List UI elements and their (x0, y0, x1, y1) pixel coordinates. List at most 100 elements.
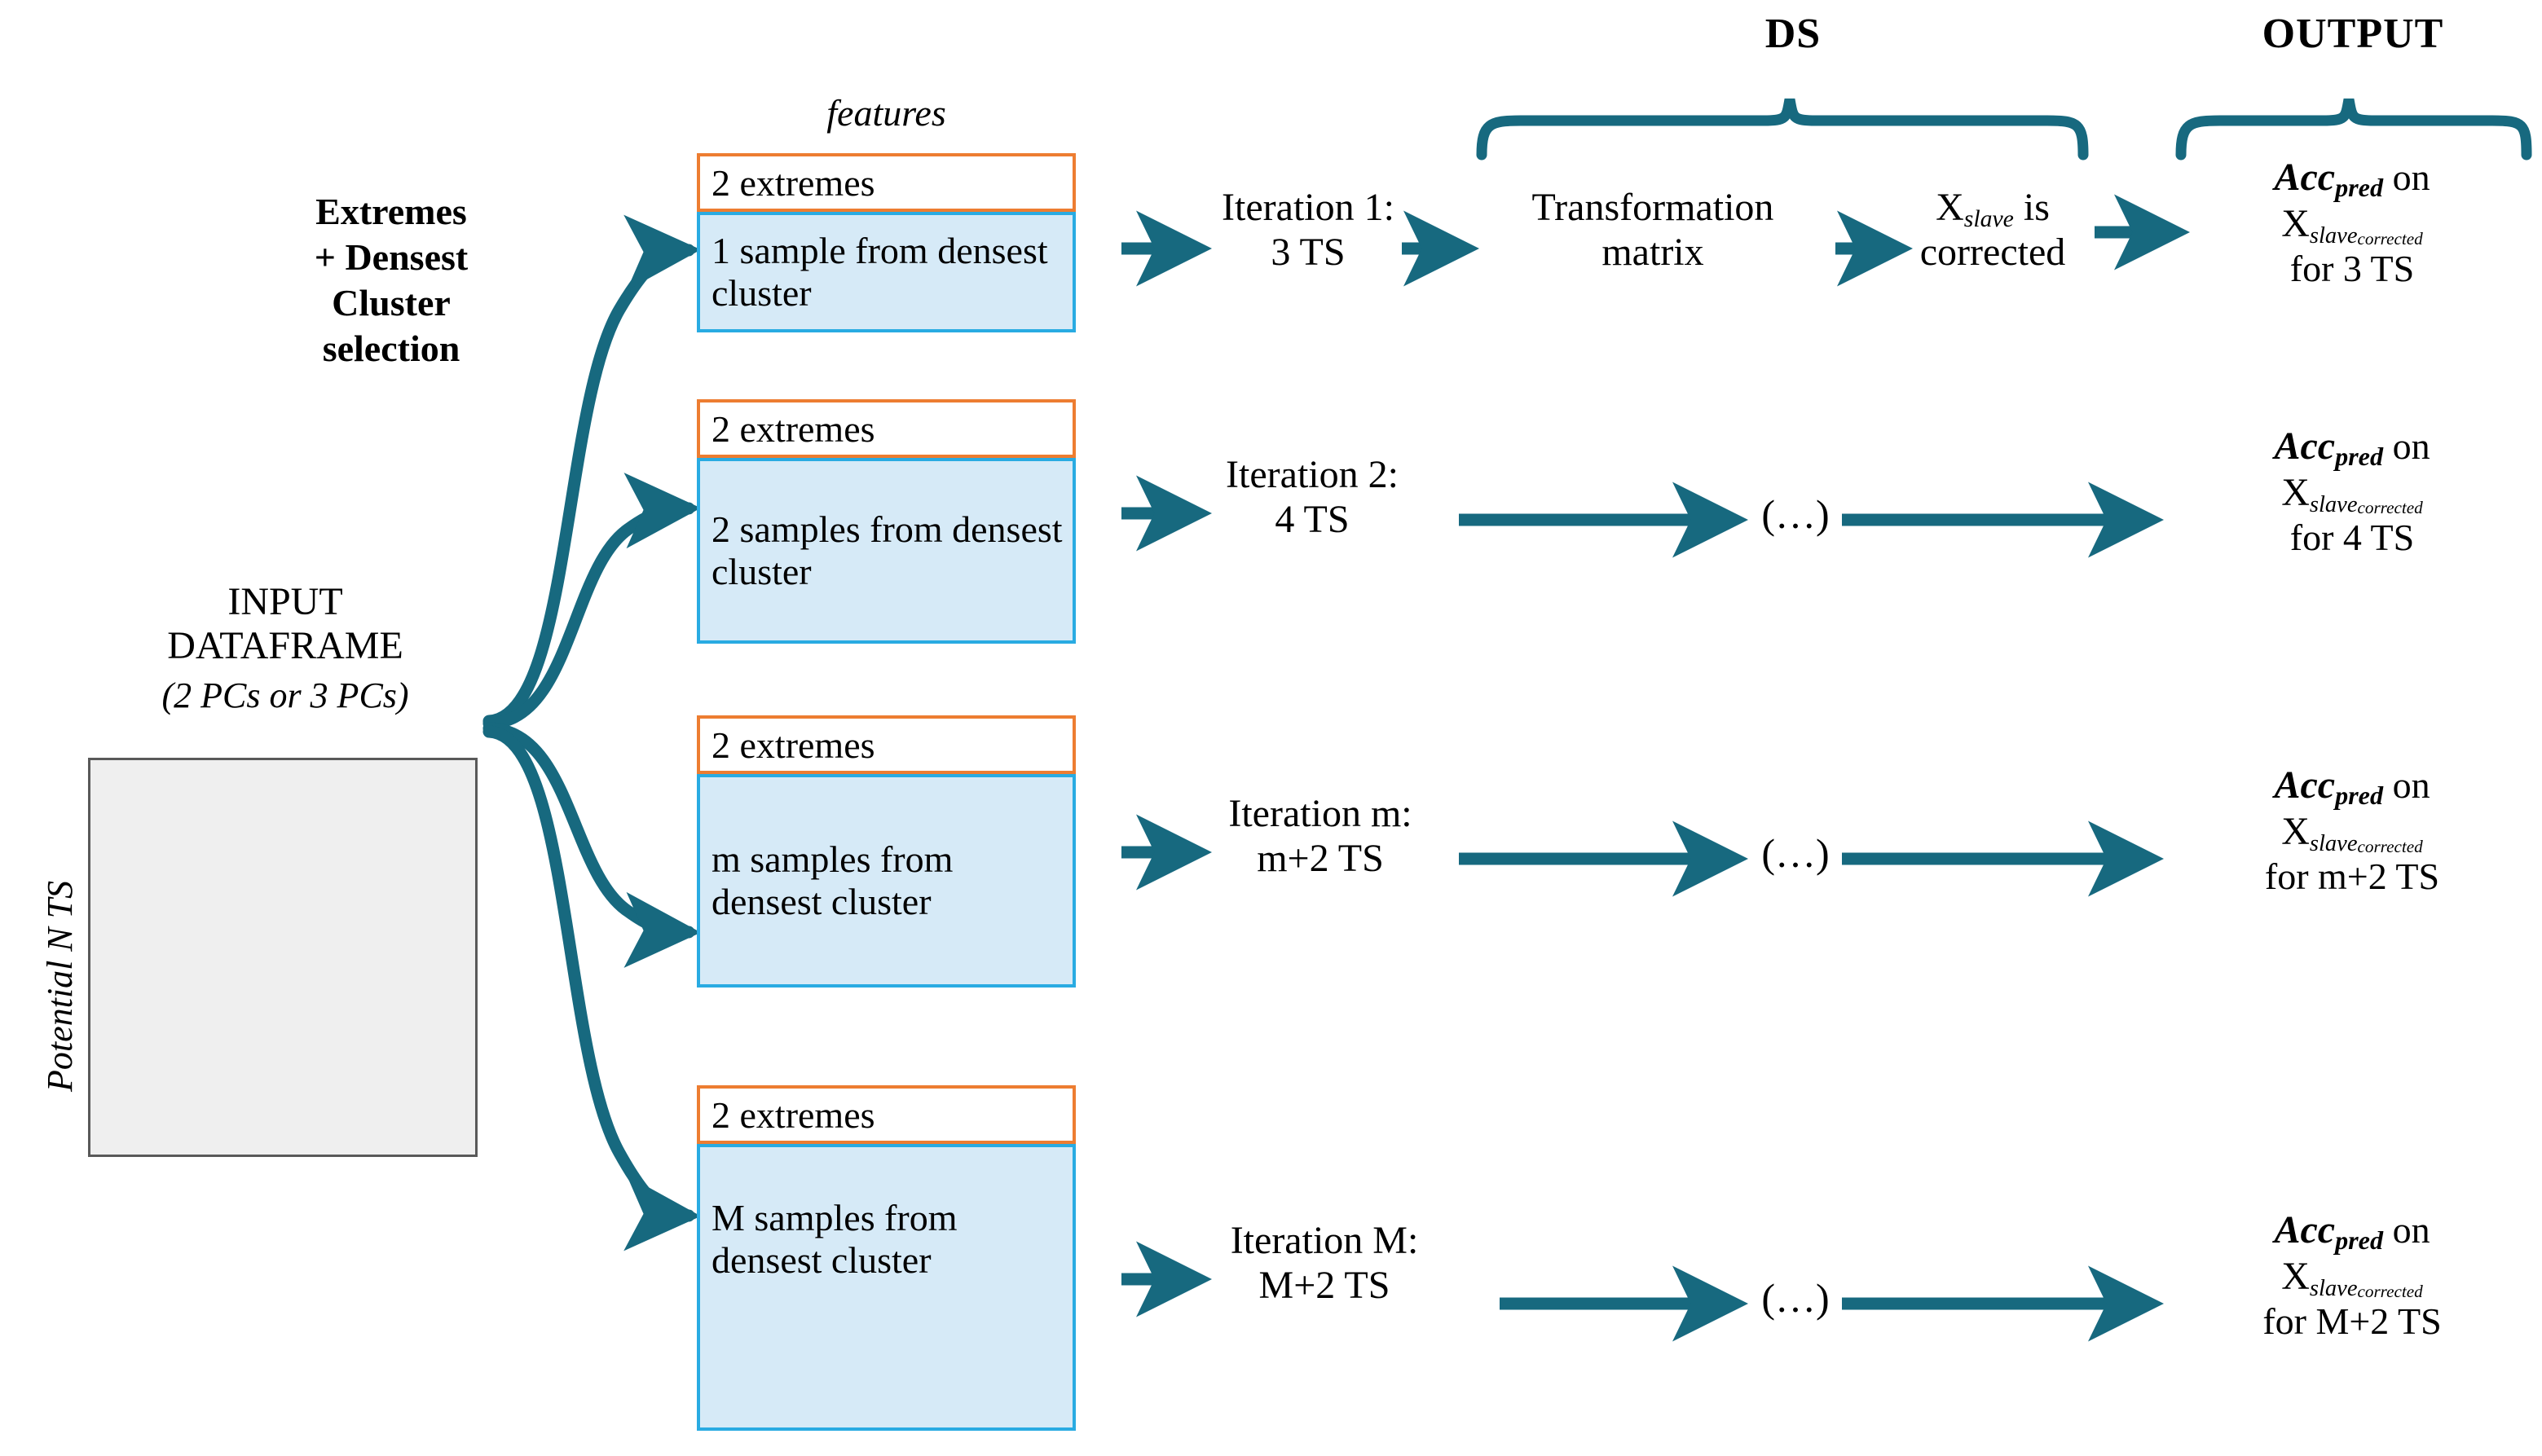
row4-extremes-label: 2 extremes (711, 1093, 875, 1136)
selection-label: Extremes + Densest Cluster selection (253, 189, 530, 372)
row4-acc-sub: pred (2335, 1225, 2384, 1256)
row1-transformation-line-1: Transformation (1531, 186, 1774, 229)
output-header: OUTPUT (2262, 11, 2444, 57)
row4-iteration-line-2: M+2 TS (1258, 1263, 1390, 1307)
row1-extremes-label: 2 extremes (711, 161, 875, 204)
row4-ellipsis: (…) (1761, 1275, 1830, 1321)
row3-out-var: X (2281, 809, 2310, 853)
row2-cluster-line-1: 2 samples from (711, 508, 943, 551)
row1-acc-label: Acc (2274, 156, 2336, 199)
input-dataframe-box (88, 758, 478, 1157)
row1-out-sub: slave (2309, 222, 2358, 249)
input-dataframe-title: INPUT DATAFRAME (114, 580, 456, 668)
row4-output: Accpred on Xslavecorrected for M+2 TS (2165, 1207, 2540, 1344)
row1-cluster-line-2: densest cluster (711, 230, 1048, 314)
row1-cluster-box: 1 sample from densest cluster (697, 212, 1076, 332)
row2-output-acc-line: Accpred on (2165, 424, 2540, 472)
row4-cluster-line-1: M samples from (711, 1197, 958, 1239)
row4-iteration-line-1: Iteration M: (1230, 1219, 1419, 1262)
row1-out-sub2: corrected (2357, 229, 2423, 249)
row2-out-sub: slave (2309, 491, 2358, 517)
input-dataframe-subtitle: (2 PCs or 3 PCs) (161, 675, 409, 715)
row1-output-for: for 3 TS (2289, 248, 2415, 290)
row3-extremes-box: 2 extremes (697, 715, 1076, 774)
row3-out-sub: slave (2309, 830, 2358, 856)
row3-iteration-label: Iteration m: m+2 TS (1190, 792, 1451, 881)
row1-transformation-line-2: matrix (1601, 230, 1704, 274)
row4-out-var: X (2281, 1254, 2310, 1298)
row1-xslave-line-1: Xslave is (1888, 186, 2098, 233)
row3-cluster-box: m samples from densest cluster (697, 774, 1076, 988)
row3-acc-label: Acc (2274, 763, 2336, 807)
row2-output-var-line: Xslavecorrected (2165, 470, 2540, 518)
row4-out-sub: slave (2309, 1275, 2358, 1301)
row3-iteration-line-2: m+2 TS (1257, 836, 1384, 880)
input-title-line-2: DATAFRAME (167, 623, 403, 667)
selection-line-4: selection (322, 328, 460, 370)
row1-output: Accpred on Xslavecorrected for 3 TS (2165, 155, 2540, 292)
ds-header: DS (1764, 11, 1822, 57)
row2-out-sub2: corrected (2357, 498, 2423, 518)
row1-extremes-box: 2 extremes (697, 153, 1076, 212)
row3-cluster-line-1: m samples from (711, 838, 954, 881)
row1-out-var: X (2281, 201, 2310, 245)
row3-output-for: for m+2 TS (2264, 856, 2440, 898)
row4-out-sub2: corrected (2357, 1282, 2423, 1302)
row3-output-var-line: Xslavecorrected (2165, 809, 2540, 857)
row4-cluster-box: M samples from densest cluster (697, 1144, 1076, 1431)
row4-extremes-box: 2 extremes (697, 1085, 1076, 1144)
row1-transformation-matrix: Transformation matrix (1482, 186, 1824, 275)
row2-acc-label: Acc (2274, 424, 2336, 468)
row2-extremes-box: 2 extremes (697, 399, 1076, 458)
row4-iteration-label: Iteration M: M+2 TS (1190, 1219, 1459, 1308)
row2-ellipsis: (…) (1761, 491, 1830, 537)
row2-out-var: X (2281, 470, 2310, 514)
row4-acc-label: Acc (2274, 1208, 2336, 1251)
selection-line-3: Cluster (332, 282, 451, 324)
row3-output: Accpred on Xslavecorrected for m+2 TS (2165, 763, 2540, 900)
output-brace (2175, 98, 2532, 161)
row3-acc-tail: on (2383, 764, 2430, 806)
row2-extremes-label: 2 extremes (711, 407, 875, 450)
input-title-line-1: INPUT (227, 580, 343, 623)
row3-cluster-line-2: densest cluster (711, 881, 932, 922)
row1-xslave-tail: is (2013, 186, 2050, 229)
row3-output-acc-line: Accpred on (2165, 763, 2540, 811)
row1-output-acc-line: Accpred on (2165, 155, 2540, 203)
row1-iteration-line-2: 3 TS (1271, 230, 1346, 274)
row3-acc-sub: pred (2335, 781, 2384, 811)
row2-iteration-line-2: 4 TS (1275, 497, 1350, 541)
row3-ellipsis: (…) (1761, 830, 1830, 876)
row1-xslave-corrected: Xslave is corrected (1888, 186, 2098, 275)
row2-cluster-box: 2 samples from densest cluster (697, 458, 1076, 644)
row2-output-for: for 4 TS (2289, 517, 2415, 559)
features-label: features (826, 92, 946, 134)
row2-cluster-line-2: densest cluster (711, 508, 1063, 592)
row2-iteration-label: Iteration 2: 4 TS (1190, 453, 1434, 542)
potential-n-ts-label: Potential N TS (40, 880, 80, 1092)
row2-acc-sub: pred (2335, 442, 2384, 472)
row1-iteration-label: Iteration 1: 3 TS (1190, 186, 1426, 275)
row1-xslave-line-2: corrected (1919, 230, 2066, 274)
row1-acc-tail: on (2383, 156, 2430, 198)
row1-acc-sub: pred (2335, 173, 2384, 203)
row1-output-var-line: Xslavecorrected (2165, 201, 2540, 249)
row4-cluster-line-2: densest cluster (711, 1239, 932, 1281)
row2-output: Accpred on Xslavecorrected for 4 TS (2165, 424, 2540, 561)
fanout-arrows (482, 214, 701, 1251)
selection-line-2: + Densest (314, 236, 469, 279)
row2-iteration-line-1: Iteration 2: (1226, 453, 1399, 496)
row3-extremes-label: 2 extremes (711, 724, 875, 766)
row4-acc-tail: on (2383, 1209, 2430, 1251)
row1-cluster-line-1: 1 sample from (711, 230, 928, 272)
row3-out-sub2: corrected (2357, 837, 2423, 857)
ds-brace (1476, 98, 2089, 161)
row4-output-acc-line: Accpred on (2165, 1207, 2540, 1256)
selection-line-1: Extremes (315, 191, 467, 232)
row4-output-var-line: Xslavecorrected (2165, 1254, 2540, 1302)
row1-xslave-sub: slave (1963, 205, 2014, 233)
row4-output-for: for M+2 TS (2262, 1300, 2442, 1343)
row2-acc-tail: on (2383, 425, 2430, 467)
row3-iteration-line-1: Iteration m: (1228, 792, 1412, 835)
